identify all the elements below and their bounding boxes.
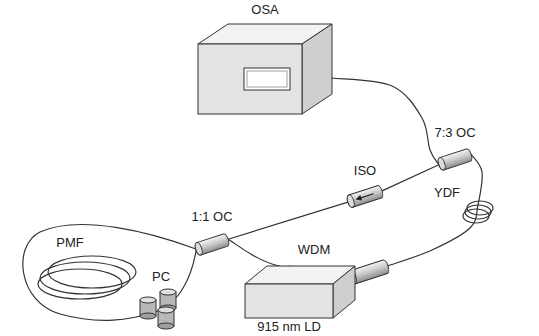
isolator-shape — [346, 185, 384, 208]
part-label: PMF — [56, 236, 83, 250]
fiber-connector — [388, 154, 482, 266]
box-front — [245, 284, 333, 318]
osa-box: OSA — [198, 24, 332, 114]
cylinder-body — [346, 185, 384, 208]
cylinder-end — [194, 242, 204, 256]
coil-turn — [467, 201, 493, 215]
osa-screen — [244, 68, 290, 90]
coil-turn — [38, 269, 122, 299]
paddle — [140, 297, 156, 319]
fiber-connector — [228, 202, 348, 239]
laser-diode-box-shape — [245, 266, 355, 318]
component-label: OSA — [251, 3, 278, 17]
cylinder-body — [194, 233, 230, 256]
isolator-arrowhead — [355, 195, 363, 203]
fiber-connector — [332, 78, 439, 165]
paddle-top — [158, 307, 174, 313]
paddle — [158, 307, 174, 329]
pc-paddles — [140, 289, 176, 329]
coupler: 1:1 OC — [195, 238, 229, 251]
cylinder-end — [346, 194, 356, 208]
osa-screen-inner — [247, 71, 287, 87]
box-side — [302, 24, 332, 114]
fiber-connector — [382, 165, 439, 191]
isolator: ISO — [347, 190, 383, 203]
coupler-shape — [437, 148, 473, 171]
part-label: YDF — [434, 186, 460, 200]
component-label: 7:3 OC — [434, 126, 475, 140]
fiber-loop — [23, 225, 196, 321]
paddle-top — [140, 297, 156, 303]
laser-diode-box: 915 nm LD — [245, 266, 355, 318]
part-label: PC — [152, 270, 170, 284]
paddle-top — [160, 289, 176, 295]
coupler: 7:3 OC — [438, 153, 472, 166]
component-label: 1:1 OC — [191, 210, 232, 224]
paddle-base — [140, 313, 156, 319]
coupler-shape — [194, 233, 230, 256]
pmf-coil — [38, 256, 136, 299]
isolator-arrow-shaft — [359, 194, 373, 199]
cylinder-body — [437, 148, 473, 171]
box-front — [198, 44, 302, 114]
paddle-base — [158, 323, 174, 329]
component-label: WDM — [298, 243, 331, 257]
coil-turn — [40, 262, 130, 294]
coil-turn — [48, 256, 136, 288]
osa-box-shape — [198, 24, 332, 114]
component-label: 915 nm LD — [257, 320, 321, 334]
component-label: ISO — [354, 164, 376, 178]
cylinder-end — [437, 157, 447, 171]
box-side — [333, 266, 355, 318]
